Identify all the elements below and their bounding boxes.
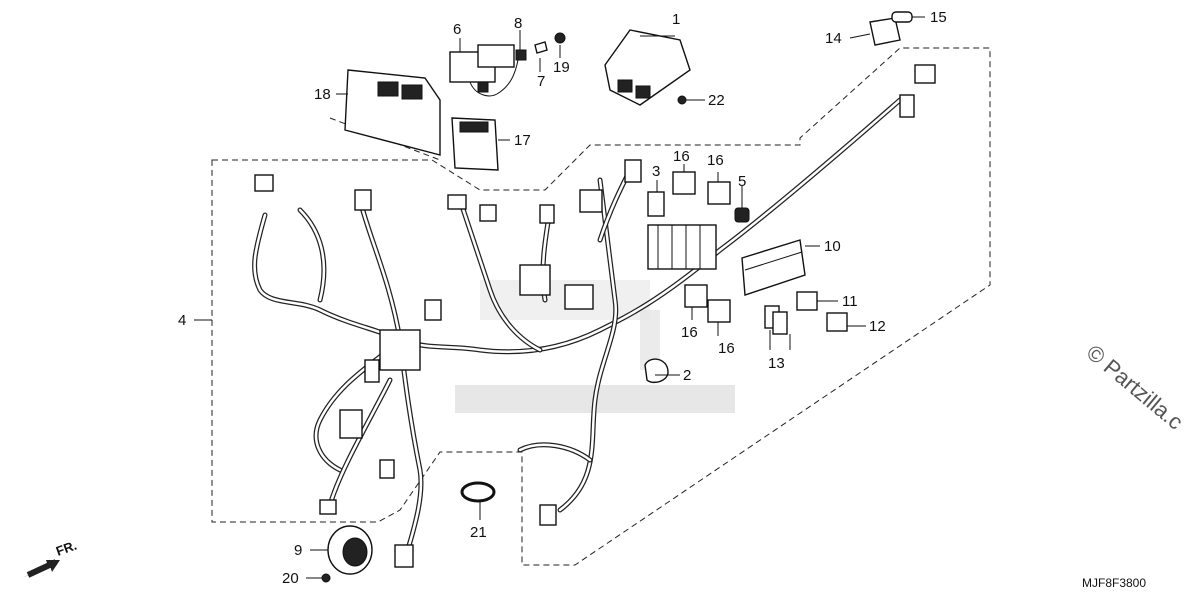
callout-4[interactable]: 4 xyxy=(178,312,186,329)
callout-13[interactable]: 13 xyxy=(768,355,785,372)
leader-lines xyxy=(194,16,925,579)
part-16-relay-b[interactable] xyxy=(707,181,731,205)
callout-8[interactable]: 8 xyxy=(514,15,522,32)
callout-7[interactable]: 7 xyxy=(537,73,545,90)
callout-16-a[interactable]: 16 xyxy=(673,148,690,165)
part-17-ecu[interactable] xyxy=(451,117,499,171)
callout-3[interactable]: 3 xyxy=(652,163,660,180)
part-14-relay[interactable] xyxy=(869,17,901,46)
callout-14[interactable]: 14 xyxy=(825,30,842,47)
callout-18[interactable]: 18 xyxy=(314,86,331,103)
wire-harness-drawing xyxy=(252,64,936,568)
callout-22[interactable]: 22 xyxy=(708,92,725,109)
callout-5[interactable]: 5 xyxy=(738,173,746,190)
front-direction-arrow: FR. xyxy=(22,538,79,578)
part-20-bolt[interactable] xyxy=(321,573,331,583)
callout-16-b[interactable]: 16 xyxy=(707,152,724,169)
part-5-cap[interactable] xyxy=(734,207,750,223)
part-1-control-unit[interactable] xyxy=(604,29,691,106)
part-16-relay-d[interactable] xyxy=(707,299,731,323)
callout-1[interactable]: 1 xyxy=(672,11,680,28)
callout-2[interactable]: 2 xyxy=(683,367,691,384)
part-6-sensor-unit[interactable] xyxy=(449,44,519,97)
callout-19[interactable]: 19 xyxy=(553,59,570,76)
callout-21[interactable]: 21 xyxy=(470,524,487,541)
watermark: © Partzilla.c xyxy=(1082,340,1188,435)
part-18-ecu-module[interactable] xyxy=(344,69,441,156)
part-9-horn[interactable] xyxy=(327,525,373,575)
part-15-cap[interactable] xyxy=(891,11,913,23)
part-16-relay-c[interactable] xyxy=(684,284,708,308)
direction-label: FR. xyxy=(54,538,79,559)
callout-6[interactable]: 6 xyxy=(453,21,461,38)
part-11-fuse[interactable] xyxy=(796,291,818,311)
part-2-rubber-cap[interactable] xyxy=(644,358,669,384)
part-3-fuse[interactable] xyxy=(647,191,665,217)
part-8-grommet[interactable] xyxy=(515,49,527,61)
callout-10[interactable]: 10 xyxy=(824,238,841,255)
callout-12[interactable]: 12 xyxy=(869,318,886,335)
part-13-fuse[interactable] xyxy=(764,305,788,335)
callout-20[interactable]: 20 xyxy=(282,570,299,587)
harness-frame xyxy=(211,47,991,566)
callout-11[interactable]: 11 xyxy=(842,293,858,310)
part-22-bolt[interactable] xyxy=(677,95,687,105)
part-21-band[interactable] xyxy=(460,481,496,503)
callout-16-d[interactable]: 16 xyxy=(718,340,735,357)
part-10-fuse-box[interactable] xyxy=(741,239,806,296)
callout-17[interactable]: 17 xyxy=(514,132,531,149)
drawing-code: MJF8F3800 xyxy=(1082,576,1146,590)
part-19-bolt[interactable] xyxy=(554,32,566,44)
callout-15[interactable]: 15 xyxy=(930,9,947,26)
part-16-relay-a[interactable] xyxy=(672,171,696,195)
part-12-fuse[interactable] xyxy=(826,312,848,332)
callout-16-c[interactable]: 16 xyxy=(681,324,698,341)
callout-9[interactable]: 9 xyxy=(294,542,302,559)
part-7-collar[interactable] xyxy=(534,41,548,54)
